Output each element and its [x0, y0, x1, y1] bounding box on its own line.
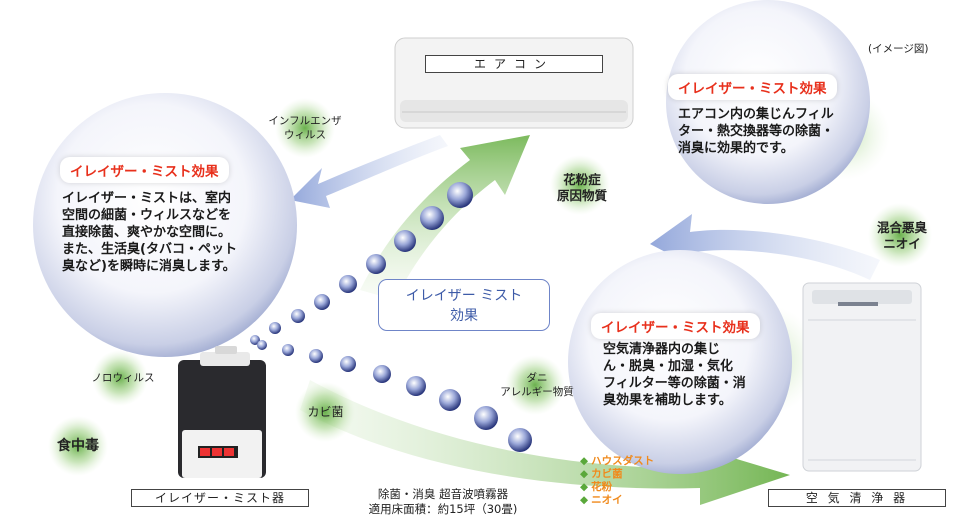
bubble-right-badge: イレイザー・ミスト効果 [591, 313, 760, 339]
bubble-left-badge: イレイザー・ミスト効果 [60, 157, 229, 183]
bubble-left-line: イレイザー・ミストは、室内 [62, 191, 232, 206]
bubble-right-line: 臭効果を補助します。 [603, 393, 732, 408]
target-list: ◆ハウスダスト ◆カビ菌 ◆花粉 ◆ニオイ [580, 455, 670, 507]
target-list-label: ニオイ [591, 494, 623, 506]
label-influenza-line1: インフルエンザ [268, 115, 342, 127]
bubble-left-text: イレイザー・ミストは、室内 空間の細菌・ウィルスなどを 直接除菌、爽やかな空間に… [62, 190, 272, 275]
bubble-top-right-line: 消臭に効果的です。 [678, 141, 794, 156]
mist-dots-lower [257, 340, 532, 452]
bullet-icon: ◆ [580, 481, 589, 493]
label-influenza: インフルエンザ ウィルス [250, 114, 360, 142]
label-mite-line1: ダニ [526, 372, 548, 384]
center-effect-line1: イレイザー ミスト [405, 288, 523, 304]
bubble-left-line: 直接除菌、爽やかな空間に。 [62, 225, 232, 240]
target-list-item: ◆ニオイ [580, 494, 670, 507]
arrow-from-purifier [650, 214, 880, 280]
label-mixed-odor: 混合悪臭 ニオイ [862, 220, 942, 252]
label-influenza-line2: ウィルス [284, 129, 326, 141]
bubble-right [568, 250, 792, 474]
target-list-item: ◆花粉 [580, 481, 670, 494]
spec-line2: 適用床面積：約15坪（30畳) [368, 502, 518, 516]
image-note: (イメージ図) [868, 43, 929, 55]
label-mixed-odor-line2: ニオイ [883, 236, 921, 251]
glow-food [48, 416, 108, 476]
glow-pollen [550, 155, 610, 215]
target-list-label: カビ菌 [591, 468, 623, 480]
bubble-left-line: 空間の細菌・ウィルスなどを [62, 208, 232, 223]
spec-text: 除菌・消臭 超音波噴霧器 適用床面積：約15坪（30畳) [318, 487, 568, 517]
target-list-item: ◆カビ菌 [580, 468, 670, 481]
purifier-unit [802, 282, 922, 472]
target-list-label: 花粉 [591, 481, 613, 493]
label-mixed-odor-line1: 混合悪臭 [876, 220, 927, 235]
arrow-to-aircon [360, 135, 530, 300]
purifier-label: 空 気 清 浄 器 [768, 489, 946, 507]
bubble-right-line: フィルター等の除菌・消 [603, 376, 746, 391]
target-list-item: ◆ハウスダスト [580, 455, 670, 468]
label-mold: カビ菌 [307, 405, 344, 419]
center-effect-line2: 効果 [450, 308, 478, 324]
aircon-unit [394, 37, 634, 129]
mist-dots-upper [250, 182, 473, 345]
bubble-left-line: また、生活臭(タバコ・ペット [62, 242, 237, 257]
arrow-to-purifier [300, 380, 790, 505]
label-pollen: 花粉症 原因物質 [542, 172, 622, 204]
bullet-icon: ◆ [580, 468, 589, 480]
glow-mixed [868, 203, 932, 267]
spec-line1: 除菌・消臭 超音波噴霧器 [377, 487, 509, 501]
bubble-right-text: 空気清浄器内の集じ ん・脱臭・加湿・気化 フィルター等の除菌・消 臭効果を補助し… [603, 341, 773, 409]
glow-mite [505, 355, 565, 415]
label-norovirus: ノロウィルス [91, 372, 155, 384]
label-pollen-line1: 花粉症 [563, 172, 601, 187]
bubble-top-right-badge: イレイザー・ミスト効果 [668, 74, 837, 100]
humidifier-unit [178, 346, 266, 478]
bubble-right-line: ん・脱臭・加湿・気化 [603, 359, 734, 374]
label-mite: ダニ アレルギー物質 [488, 371, 586, 399]
bubble-top-right-line: エアコン内の集じんフィル [678, 107, 834, 122]
label-food-poisoning: 食中毒 [57, 438, 99, 454]
target-list-label: ハウスダスト [591, 455, 655, 467]
bullet-icon: ◆ [580, 494, 589, 506]
bubble-right-line: 空気清浄器内の集じ [603, 342, 721, 357]
center-effect-box: イレイザー ミスト 効果 [378, 279, 550, 331]
glow-influenza [275, 98, 335, 158]
bubble-top-right-line: ター・熱交換器等の除菌・ [678, 124, 835, 139]
arrow-from-aircon [290, 135, 448, 208]
label-pollen-line2: 原因物質 [556, 188, 607, 203]
humidifier-label: イレイザー・ミスト器 [131, 489, 309, 507]
bubble-top-right [666, 0, 870, 204]
label-mite-line2: アレルギー物質 [500, 386, 574, 398]
bubble-top-right-text: エアコン内の集じんフィル ター・熱交換器等の除菌・ 消臭に効果的です。 [678, 106, 858, 157]
bubble-left-line: 臭など)を瞬時に消臭します。 [62, 259, 236, 274]
aircon-label: エアコン [425, 55, 603, 73]
glow-mold [295, 382, 355, 442]
glow-noro [92, 350, 148, 406]
bullet-icon: ◆ [580, 455, 589, 467]
